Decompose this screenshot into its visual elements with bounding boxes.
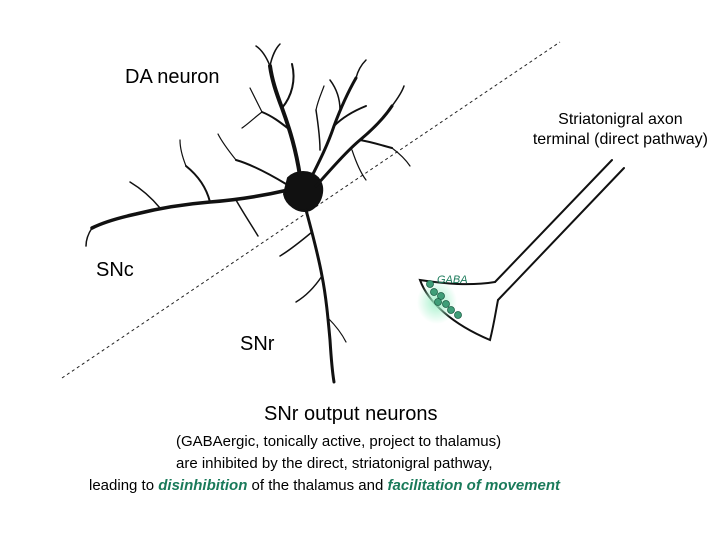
gaba-label: GABA xyxy=(437,274,468,286)
caption-line2: are inhibited by the direct, striatonigr… xyxy=(176,455,493,472)
striatonigral-label-line1: Striatonigral axon xyxy=(558,111,683,128)
axon-inner-line xyxy=(494,159,613,283)
caption-line3-a: leading to xyxy=(89,477,159,494)
vesicle xyxy=(437,292,445,300)
caption-line3-c: of the thalamus and xyxy=(247,477,388,494)
dendrite-left xyxy=(90,188,290,230)
vesicle xyxy=(447,306,455,314)
striatonigral-label: Striatonigral axon terminal (direct path… xyxy=(533,110,708,150)
vesicle xyxy=(434,298,442,306)
caption-disinhibition: disinhibition xyxy=(158,477,248,494)
vesicle xyxy=(454,311,462,319)
vesicle xyxy=(430,288,438,296)
snc-label: SNc xyxy=(96,259,134,281)
gaba-vesicles xyxy=(426,280,462,319)
caption-line1: (GABAergic, tonically active, project to… xyxy=(176,433,502,450)
snr-label: SNr xyxy=(240,333,275,355)
caption-line3: leading to disinhibition of the thalamus… xyxy=(89,475,560,497)
dendrite-up xyxy=(268,64,302,178)
vesicle xyxy=(426,280,434,288)
striatonigral-label-line2: terminal (direct pathway) xyxy=(532,131,708,148)
da-neuron-label: DA neuron xyxy=(125,66,220,88)
caption-facilitation: facilitation of movement xyxy=(387,477,561,494)
vesicle xyxy=(442,300,450,308)
da-neuron xyxy=(85,43,411,384)
da-neuron-soma xyxy=(283,171,324,212)
caption-title: SNr output neurons xyxy=(264,403,438,425)
dendrite-down xyxy=(304,208,336,384)
axon-outer-line xyxy=(497,167,625,301)
